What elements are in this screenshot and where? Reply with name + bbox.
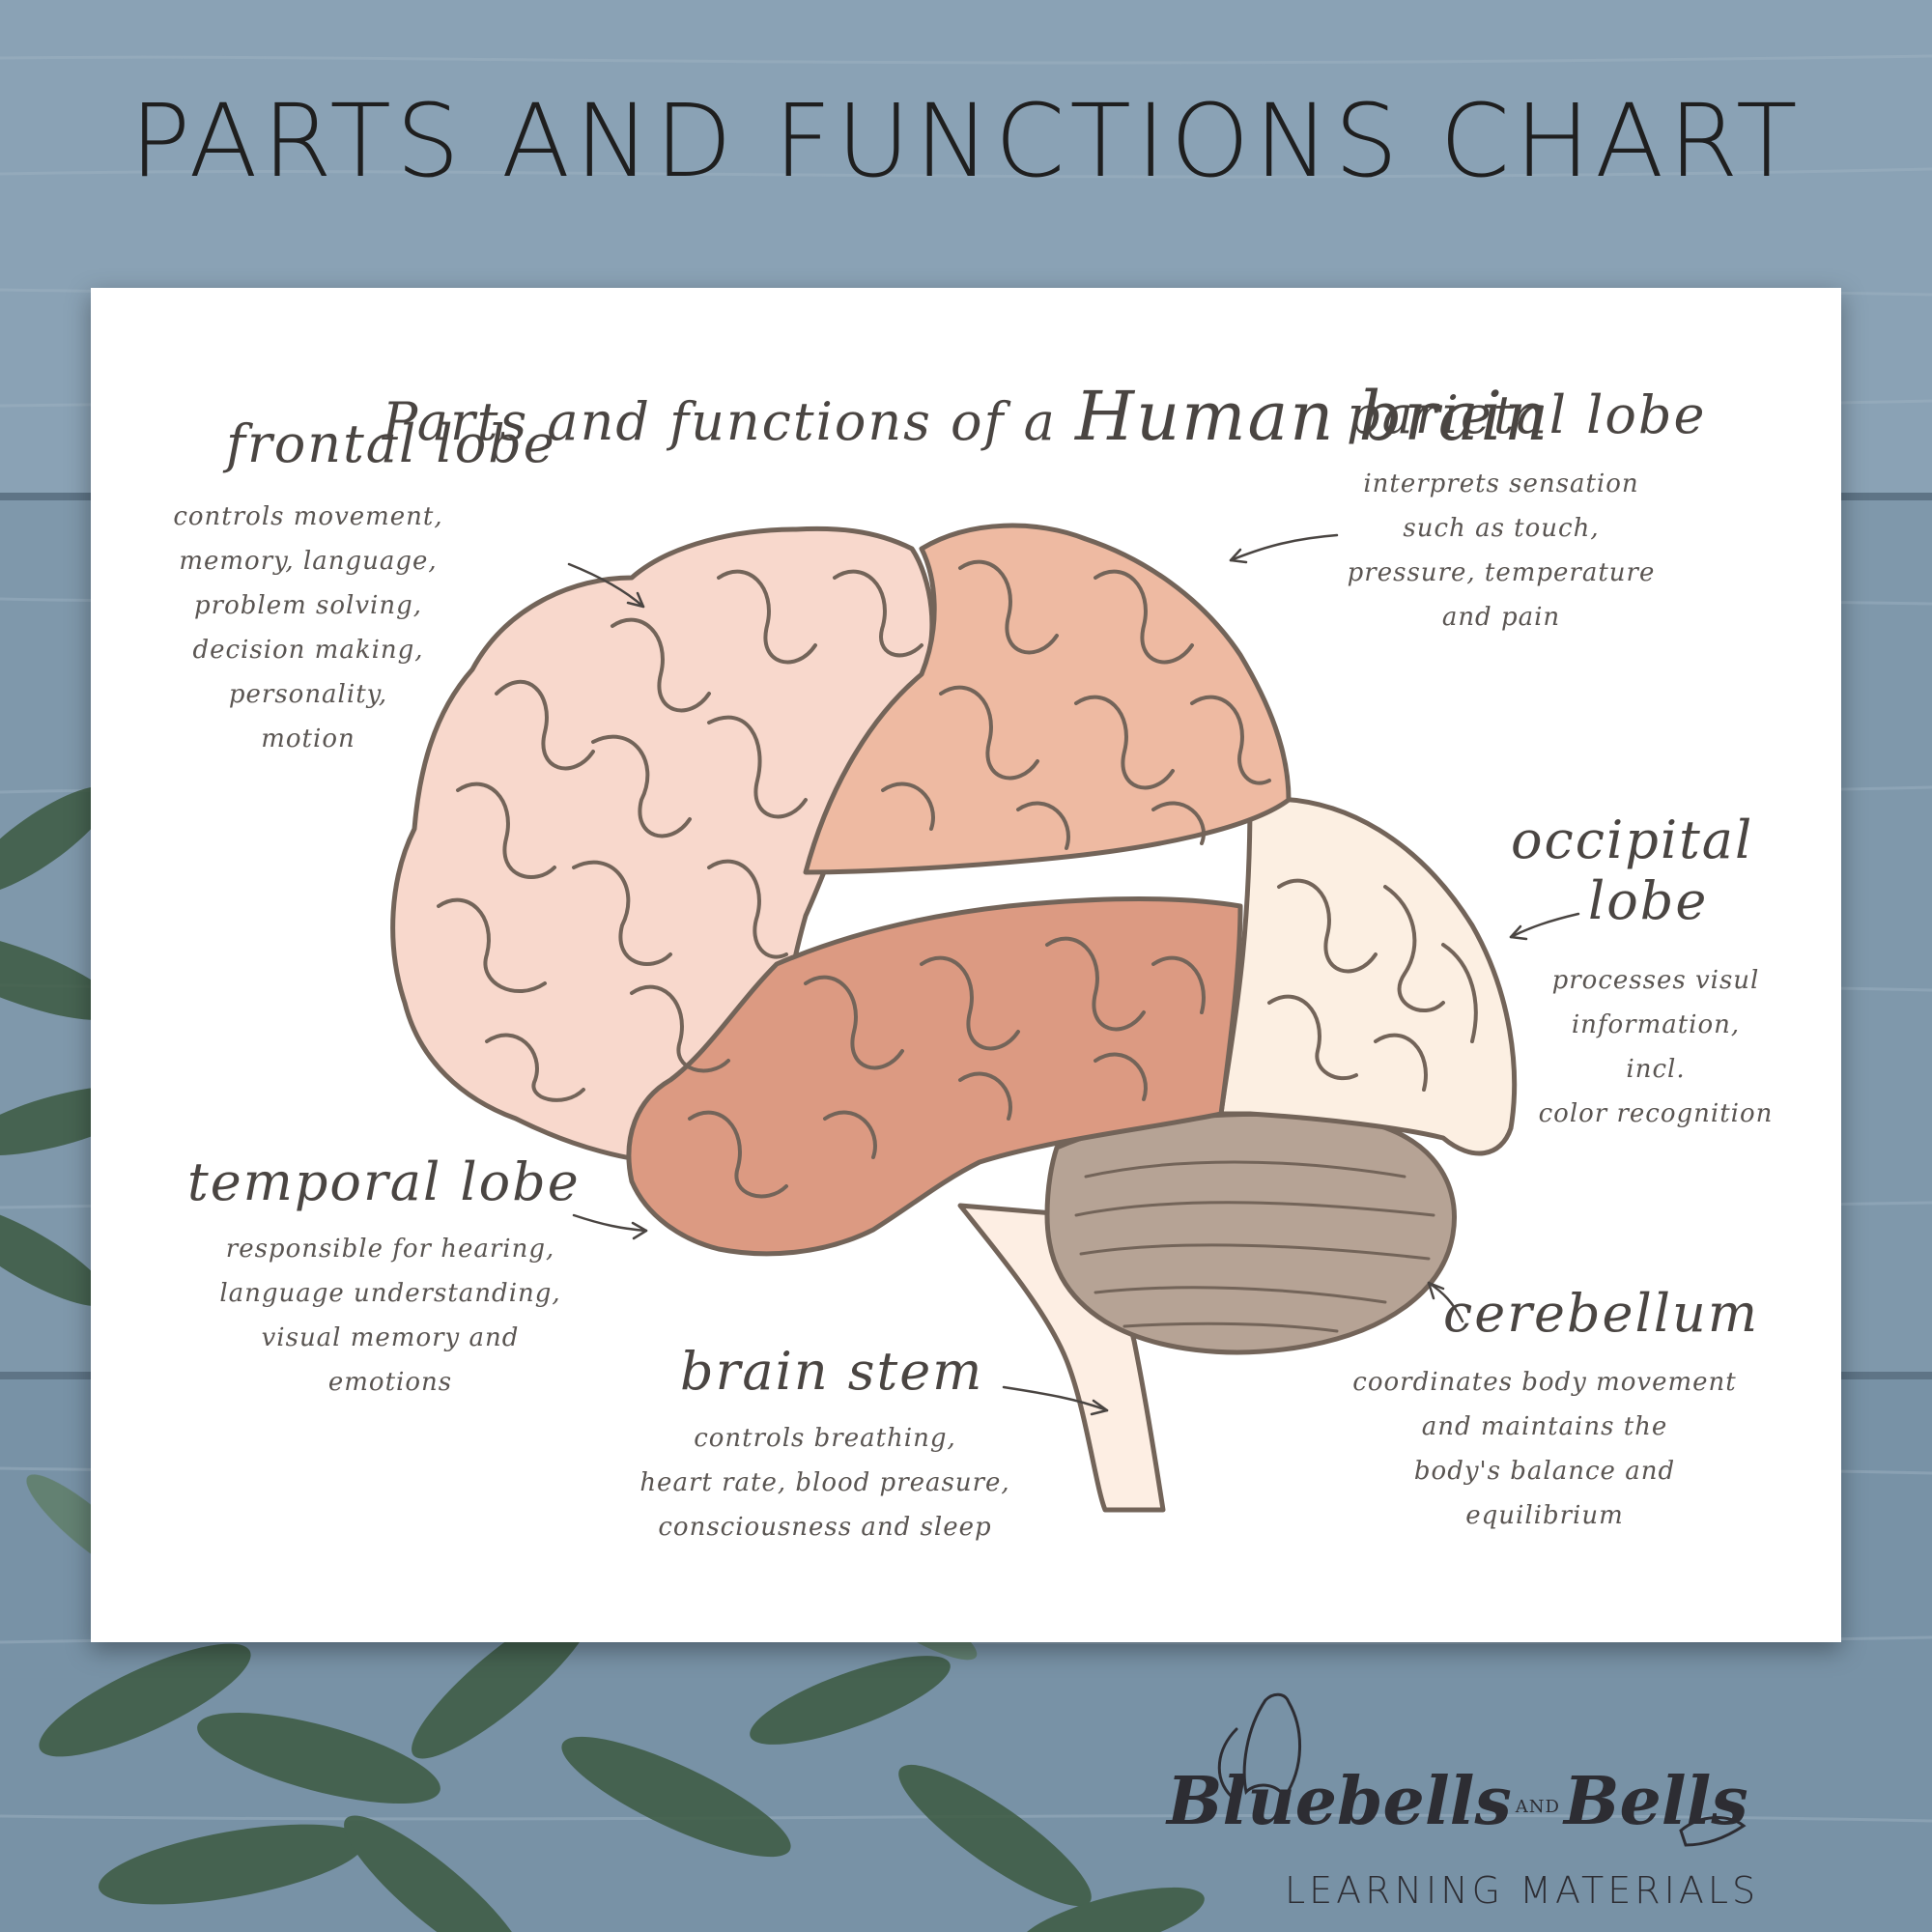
brand-tagline: LEARNING MATERIALS: [1285, 1869, 1760, 1912]
brain-stem-description: controls breathing, heart rate, blood pr…: [639, 1424, 1010, 1542]
temporal-lobe-label: temporal lobe: [187, 1151, 581, 1212]
bluebell-logo-icon: [1217, 1692, 1747, 1847]
parietal-lobe-description: interprets sensation such as touch, pres…: [1347, 469, 1656, 632]
cerebellum-folds: [1074, 1160, 1435, 1333]
cerebellum-label: cerebellum: [1443, 1283, 1760, 1344]
brain-folds: [437, 559, 1478, 1199]
frontal-lobe-description: controls movement, memory, language, pro…: [173, 502, 443, 753]
occipital-lobe-label: occipital lobe: [1511, 810, 1754, 931]
poster-title: Parts and functions of a Human brain: [91, 377, 1841, 456]
poster: Parts and functions of a Human brain: [91, 288, 1841, 1642]
brain-stem-label: brain stem: [680, 1341, 984, 1402]
brain-illustration: [390, 523, 1580, 1513]
frontal-lobe-label: frontal lobe: [226, 413, 556, 474]
temporal-region: [626, 896, 1243, 1257]
temporal-lobe-description: responsible for hearing, language unders…: [219, 1235, 561, 1397]
page-heading: PARTS AND FUNCTIONS CHART: [129, 82, 1803, 200]
cerebellum-description: coordinates body movement and maintains …: [1352, 1368, 1737, 1530]
poster-title-small: Parts and functions of a: [382, 391, 1057, 452]
poster-title-big: Human brain: [1075, 377, 1550, 456]
parietal-lobe-label: parietal lobe: [1347, 384, 1707, 445]
occipital-lobe-description: processes visul information, incl. color…: [1538, 966, 1774, 1128]
pointer-lines: [567, 533, 1580, 1416]
parietal-region: [803, 523, 1292, 875]
cerebellum-region: [1044, 1111, 1457, 1355]
